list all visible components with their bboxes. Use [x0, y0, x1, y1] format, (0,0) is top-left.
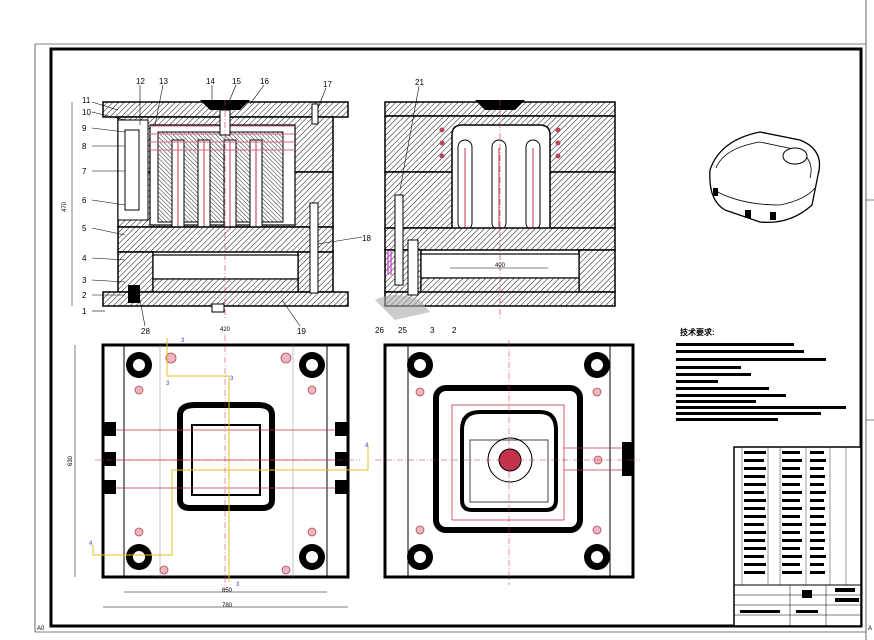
balloon: 4 — [82, 254, 87, 263]
tech-heading: 技术要求: — [680, 327, 715, 337]
section-view-a — [102, 100, 349, 320]
balloon: 28 — [141, 327, 150, 336]
balloon: 7 — [82, 167, 87, 176]
balloon: 26 — [375, 326, 384, 335]
balloon: 12 — [136, 77, 145, 86]
balloon: 8 — [82, 142, 87, 151]
balloon: 17 — [323, 80, 332, 89]
title-block — [733, 446, 862, 627]
balloon: 13 — [159, 77, 168, 86]
dim-height-left: 470 — [62, 201, 68, 212]
dim-bottom-a: 420 — [220, 327, 231, 333]
plan-view-left: 3 3 3 3 4 4 630 650 780 — [68, 335, 369, 609]
balloon: 3 — [82, 276, 87, 285]
dim-mid-b: 400 — [495, 263, 506, 269]
section-b-balloons: 21 26 25 3 2 — [375, 78, 457, 335]
balloon: 11 — [82, 96, 91, 105]
balloon: 21 — [415, 78, 424, 87]
balloon: 2 — [452, 326, 457, 335]
balloon: 3 — [430, 326, 435, 335]
sheet-border — [34, 0, 874, 640]
balloon: 1 — [82, 307, 87, 316]
balloon: 14 — [206, 77, 215, 86]
cooling-mark: 3 — [181, 338, 185, 344]
product-isometric — [709, 131, 821, 224]
cooling-mark: 4 — [89, 541, 93, 547]
cooling-mark: 3 — [230, 376, 234, 382]
dim-plan-height: 630 — [68, 455, 74, 466]
balloon: 6 — [82, 196, 87, 205]
balloon: 19 — [297, 327, 306, 336]
section-a-balloons: 11 12 13 14 15 16 17 10 9 8 7 6 5 4 3 2 … — [62, 77, 371, 336]
cooling-mark: 3 — [236, 582, 240, 588]
dim-plan-width-outer: 780 — [222, 603, 233, 609]
cooling-mark: 4 — [365, 443, 369, 449]
sheet-ref-right: A — [868, 626, 872, 632]
balloon: 18 — [362, 234, 371, 243]
dim-plan-width-inner: 650 — [222, 588, 233, 594]
balloon: 15 — [232, 77, 241, 86]
balloon: 5 — [82, 224, 87, 233]
balloon: 2 — [82, 291, 87, 300]
plan-view-right — [375, 340, 640, 585]
balloon: 25 — [398, 326, 407, 335]
balloon: 9 — [82, 124, 87, 133]
section-view-b: 400 — [375, 100, 616, 320]
sheet-ref-left: A0 — [37, 626, 45, 632]
balloon: 16 — [260, 77, 269, 86]
tech-requirements: 技术要求: — [676, 327, 846, 421]
cooling-mark: 3 — [166, 381, 170, 387]
balloon: 10 — [82, 108, 91, 117]
